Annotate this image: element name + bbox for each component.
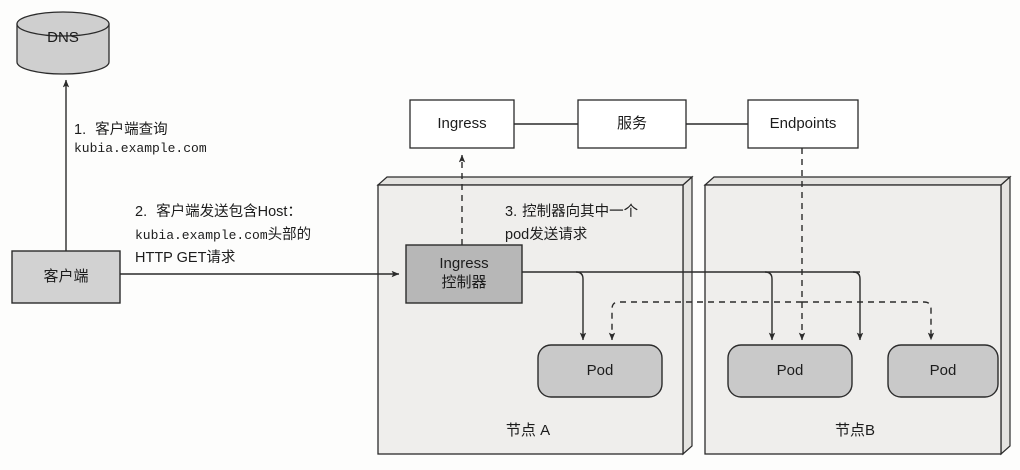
step-2-line3: HTTP GET请求 xyxy=(135,250,236,266)
cluster-node-b xyxy=(703,175,1012,456)
dns-cylinder-shape xyxy=(16,11,110,75)
step-3-line2: pod发送请求 xyxy=(505,227,588,243)
ingress-box-shape xyxy=(409,99,515,149)
connector-controller-to-pod-b2 xyxy=(852,271,864,341)
cluster-node-a-caption: 节点 A xyxy=(505,422,551,439)
step-2-line2: kubia.example.com头部的 xyxy=(135,223,311,244)
step-2-host-value: kubia.example.com xyxy=(135,228,268,243)
endpoints-box-shape xyxy=(747,99,859,149)
connector-controller-to-pod-b1 xyxy=(764,271,776,341)
step-3-text: 控制器向其中一个 xyxy=(522,204,639,220)
client-box-shape xyxy=(11,250,121,304)
pod-b2-shape xyxy=(887,344,999,398)
step-1-line1: 1. 客户端查询 xyxy=(74,118,207,139)
pod-a1-shape xyxy=(537,344,663,398)
step-3-annotation: 3.控制器向其中一个 pod发送请求 xyxy=(505,200,638,244)
cluster-node-b-caption: 节点B xyxy=(834,422,875,439)
service-box-shape xyxy=(577,99,687,149)
step-3-line1: 3.控制器向其中一个 xyxy=(505,200,638,221)
connector-controller-to-pod-a1 xyxy=(575,271,587,341)
connector-dashed-bus-right xyxy=(802,301,935,341)
connector-dashed-bus-left xyxy=(608,301,802,341)
ingress-controller-box-shape xyxy=(405,244,523,304)
step-2-line1: 2. 客户端发送包含Host： xyxy=(135,200,311,221)
step-1-annotation: 1. 客户端查询 kubia.example.com xyxy=(74,118,207,156)
pod-b1-shape xyxy=(727,344,853,398)
step-1-line2: kubia.example.com xyxy=(74,141,207,156)
step-2-text: 客户端发送包含Host： xyxy=(156,204,302,220)
step-2-host-suffix: 头部的 xyxy=(267,227,312,243)
step-1-number: 1. xyxy=(74,122,87,138)
step-2-number: 2. xyxy=(135,204,148,220)
step-2-annotation: 2. 客户端发送包含Host： kubia.example.com头部的 HTTP… xyxy=(135,200,311,267)
step-3-number: 3. xyxy=(505,204,518,220)
cluster-node-a xyxy=(376,175,694,456)
step-1-text: 客户端查询 xyxy=(95,122,168,138)
